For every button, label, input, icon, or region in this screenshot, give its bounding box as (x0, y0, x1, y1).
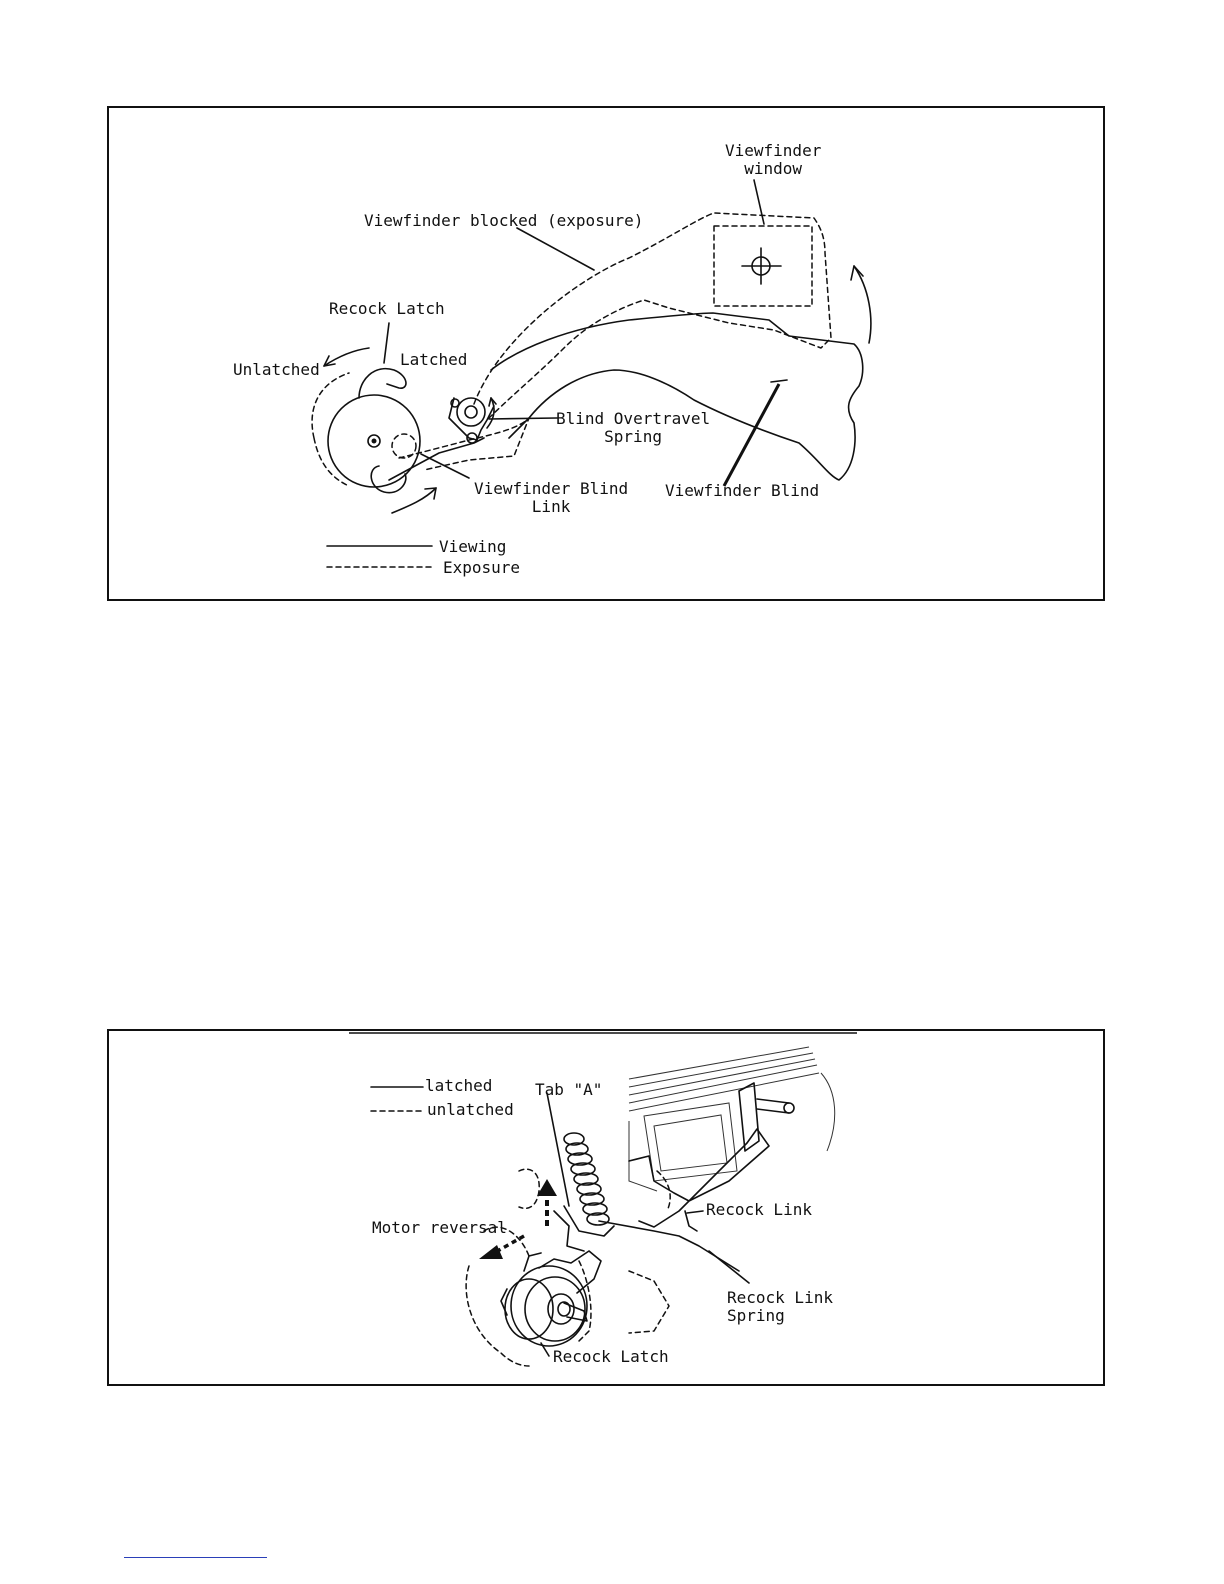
legend-latched: latched (425, 1077, 492, 1095)
label-viewfinder-blind: Viewfinder Blind (665, 482, 819, 500)
crosshair-icon (742, 248, 781, 284)
label-motor-reversal: Motor reversal (372, 1219, 507, 1237)
blind-viewing-outline (491, 313, 863, 480)
label-tab-a: Tab "A" (535, 1081, 602, 1099)
label-recock-latch-bottom: Recock Latch (553, 1348, 669, 1366)
coil-spring (564, 1133, 609, 1225)
label-latched: Latched (400, 351, 467, 369)
label-viewfinder-window: Viewfinder window (725, 142, 821, 178)
label-recock-link: Recock Link (706, 1201, 812, 1219)
recock-latch-wheel (501, 1266, 587, 1346)
legend-exposure: Exposure (443, 559, 520, 577)
legend-viewing: Viewing (439, 538, 506, 556)
viewfinder-mechanism-drawing (109, 108, 1103, 599)
label-recock-link-spring: Recock Link Spring (727, 1289, 833, 1325)
recock-mechanism-drawing (109, 1031, 1103, 1384)
label-viewfinder-blind-link: Viewfinder Blind Link (474, 480, 628, 516)
blind-pivot (457, 398, 485, 426)
label-viewfinder-blocked: Viewfinder blocked (exposure) (364, 212, 643, 230)
recock-link-diagram: latched unlatched Tab "A" Motor reversal… (107, 1029, 1105, 1386)
housing-hatching (629, 1047, 835, 1191)
footer-rule (124, 1557, 267, 1558)
label-unlatched: Unlatched (233, 361, 320, 379)
viewfinder-blind-diagram: Viewfinder window Viewfinder blocked (ex… (107, 106, 1105, 601)
label-recock-latch: Recock Latch (329, 300, 445, 318)
label-blind-overtravel-spring: Blind Overtravel Spring (556, 410, 710, 446)
legend-unlatched: unlatched (427, 1101, 514, 1119)
